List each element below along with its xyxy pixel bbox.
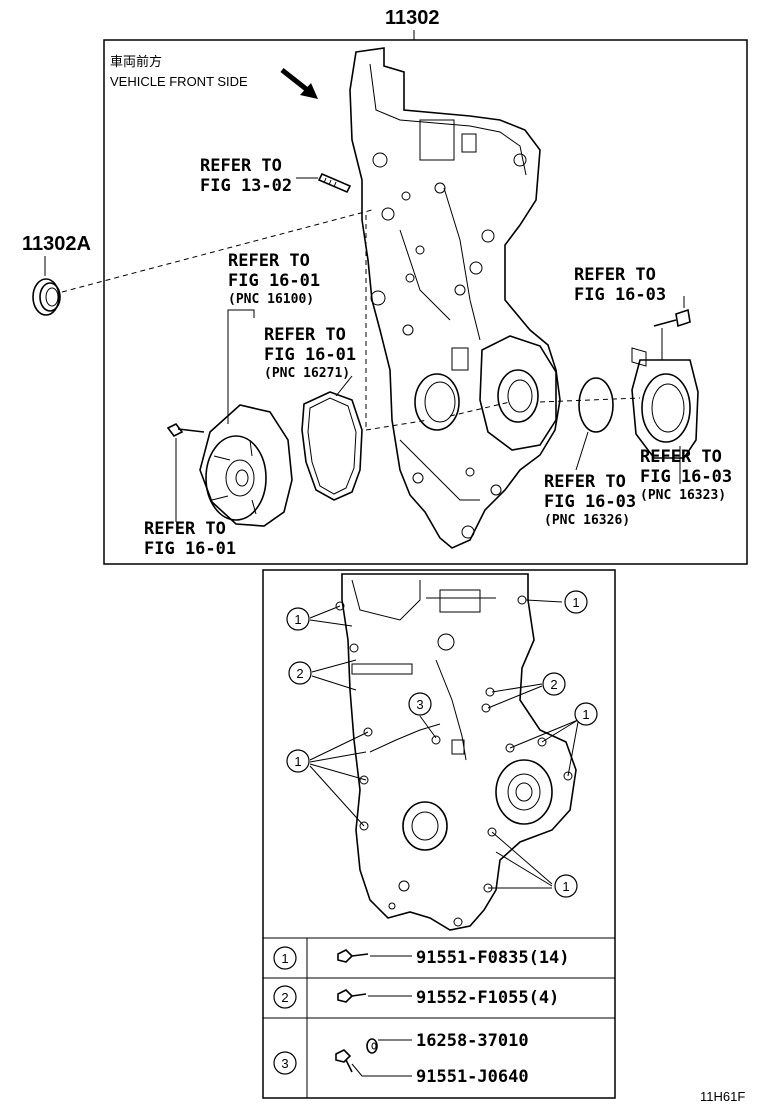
dashed-alignment-pump xyxy=(449,401,511,417)
bolt-icon xyxy=(337,989,367,1003)
upper-frame xyxy=(103,39,748,565)
front-direction-arrow-icon xyxy=(280,68,318,99)
callout-2-a[interactable]: 2 xyxy=(288,661,312,685)
svg-text:1: 1 xyxy=(562,879,569,894)
part-number-11302A[interactable]: 11302A xyxy=(22,233,91,255)
callout-1-e[interactable]: 1 xyxy=(554,874,578,898)
legend-table xyxy=(263,937,615,1098)
washer-icon xyxy=(366,1038,378,1054)
svg-text:91551-J0640: 91551-J0640 xyxy=(416,1067,529,1087)
front-note-english: VEHICLE FRONT SIDE xyxy=(110,74,248,89)
bolt-icon xyxy=(337,949,369,963)
part-number-11302[interactable]: 11302 xyxy=(385,7,440,29)
ref-label-16-03-c-line1: REFER TO xyxy=(544,472,626,492)
lower-frame xyxy=(262,569,616,1099)
ref-label-16-03-a-line2: FIG 16-03 xyxy=(574,285,666,305)
seal-dashed-leader xyxy=(61,209,373,293)
svg-text:16258-37010: 16258-37010 xyxy=(416,1031,529,1051)
svg-text:1: 1 xyxy=(582,707,589,722)
cover-bolt-icon[interactable] xyxy=(653,308,691,328)
svg-text:1: 1 xyxy=(281,951,288,966)
legend-row-2[interactable]: 2 91552-F1055(4) xyxy=(273,985,559,1009)
callout-1-b[interactable]: 1 xyxy=(564,590,588,614)
ref-label-16-01-c-line2: FIG 16-01 xyxy=(144,539,236,559)
ref-label-13-02-line2: FIG 13-02 xyxy=(200,176,292,196)
svg-text:91551-F0835(14): 91551-F0835(14) xyxy=(416,948,570,968)
ref-label-16-03-b-pnc: (PNC 16323) xyxy=(640,488,726,503)
dashed-alignment-right xyxy=(539,397,641,403)
svg-text:3: 3 xyxy=(416,697,423,712)
svg-text:2: 2 xyxy=(281,990,288,1005)
callout-1-c[interactable]: 1 xyxy=(286,749,310,773)
callout-1-d[interactable]: 1 xyxy=(574,702,598,726)
ref-label-16-03-c-pnc: (PNC 16326) xyxy=(544,513,630,528)
ref-label-13-02-line1: REFER TO xyxy=(200,156,282,176)
bracket-pnc-16100 xyxy=(227,309,255,318)
diagram-code: 11H61F xyxy=(700,1089,745,1104)
legend-row-1[interactable]: 1 91551-F0835(14) xyxy=(273,946,570,970)
svg-text:2: 2 xyxy=(550,677,557,692)
svg-text:91552-F1055(4): 91552-F1055(4) xyxy=(416,988,559,1008)
timing-chain-cover-icon[interactable] xyxy=(349,47,561,549)
water-pump-gasket-icon[interactable] xyxy=(301,391,363,501)
svg-text:1: 1 xyxy=(294,612,301,627)
ref-label-16-01-a-pnc: (PNC 16100) xyxy=(228,292,314,307)
callout-3[interactable]: 3 xyxy=(408,692,432,716)
water-pump-icon[interactable] xyxy=(199,404,293,527)
ref-label-16-01-a-line1: REFER TO xyxy=(228,251,310,271)
bolt-location-cover-icon xyxy=(335,573,577,931)
ref-label-16-03-a-line1: REFER TO xyxy=(574,265,656,285)
callout-2-b[interactable]: 2 xyxy=(542,672,566,696)
ref-label-16-01-b-line2: FIG 16-01 xyxy=(264,345,356,365)
bolt-icon xyxy=(335,1049,353,1073)
oil-seal-icon[interactable] xyxy=(32,278,61,316)
callout-leaders xyxy=(309,599,579,889)
svg-text:1: 1 xyxy=(572,595,579,610)
dashed-alignment-horizontal xyxy=(365,419,429,431)
legend-row-3[interactable]: 3 16258-37010 91551-J0640 xyxy=(273,1031,529,1087)
ref-label-16-03-b-line1: REFER TO xyxy=(640,447,722,467)
leader-pnc-16271 xyxy=(335,375,353,397)
ref-label-16-01-b-line1: REFER TO xyxy=(264,325,346,345)
ref-label-16-03-c-line2: FIG 16-03 xyxy=(544,492,636,512)
svg-text:2: 2 xyxy=(296,666,303,681)
front-note-japanese: 車両前方 xyxy=(110,54,162,69)
pump-bolt-icon[interactable] xyxy=(166,422,205,438)
stud-bolt-icon[interactable] xyxy=(317,172,352,194)
callout-1-a[interactable]: 1 xyxy=(286,607,310,631)
svg-text:3: 3 xyxy=(281,1056,288,1071)
cover-plate-icon[interactable] xyxy=(631,347,699,459)
ref-label-16-03-b-line2: FIG 16-03 xyxy=(640,467,732,487)
o-ring-icon[interactable] xyxy=(578,377,614,433)
ref-label-16-01-c-line1: REFER TO xyxy=(144,519,226,539)
ref-label-16-01-a-line2: FIG 16-01 xyxy=(228,271,320,291)
leader-pnc-16326 xyxy=(575,431,589,471)
ref-label-16-01-b-pnc: (PNC 16271) xyxy=(264,366,350,381)
svg-text:1: 1 xyxy=(294,754,301,769)
